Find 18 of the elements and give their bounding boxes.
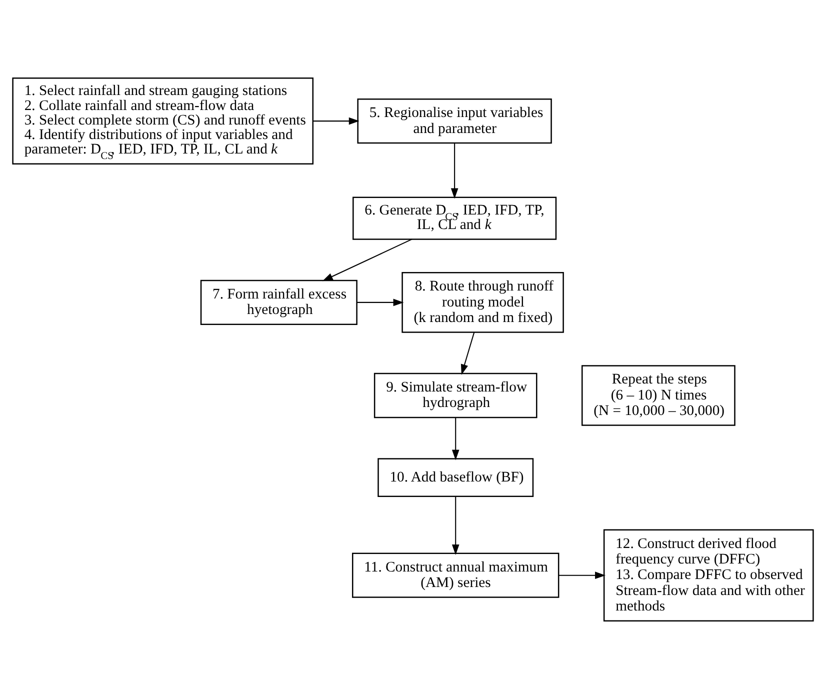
node-box: 7. Form rainfall excess hyetograph	[200, 279, 358, 325]
node-box: 11. Construct annual maximum (AM) series	[352, 552, 560, 598]
arrow	[452, 417, 460, 460]
arrow	[322, 238, 412, 281]
arrow	[460, 332, 475, 374]
arrow	[452, 496, 460, 554]
node-box: 6. Generate D$_{CS}$, IED, IFD, TP, IL, CL and k	[352, 196, 557, 240]
node-box: 12. Construct derived flood frequency curve (DFFC) 13. Compare DFFC to observed Stream-flow data and with other methods	[603, 528, 814, 621]
node-box: 9. Simulate stream-flow hydrograph	[374, 372, 538, 418]
arrow	[356, 298, 404, 306]
node-box: 8. Route through runoff routing model (k random and m fixed)	[402, 272, 564, 332]
node-box: Repeat the steps (6 – 10) N times (N = 10,000 – 30,000)	[581, 364, 736, 426]
node-box: 1. Select rainfall and stream gauging stations 2. Collate rainfall and stream-flow data 3. Select complete storm (CS) and runoff events 4. Identify distributions of input variables and parameter: D$_{CS}$, IED, IFD, TP, IL, CL and k	[12, 77, 314, 164]
arrow	[558, 571, 606, 578]
node-box: 10. Add baseflow (BF)	[378, 458, 534, 497]
arrow	[450, 142, 458, 198]
arrow	[312, 116, 360, 124]
node-box: 5. Regionalise input variables and parameter	[357, 98, 552, 144]
